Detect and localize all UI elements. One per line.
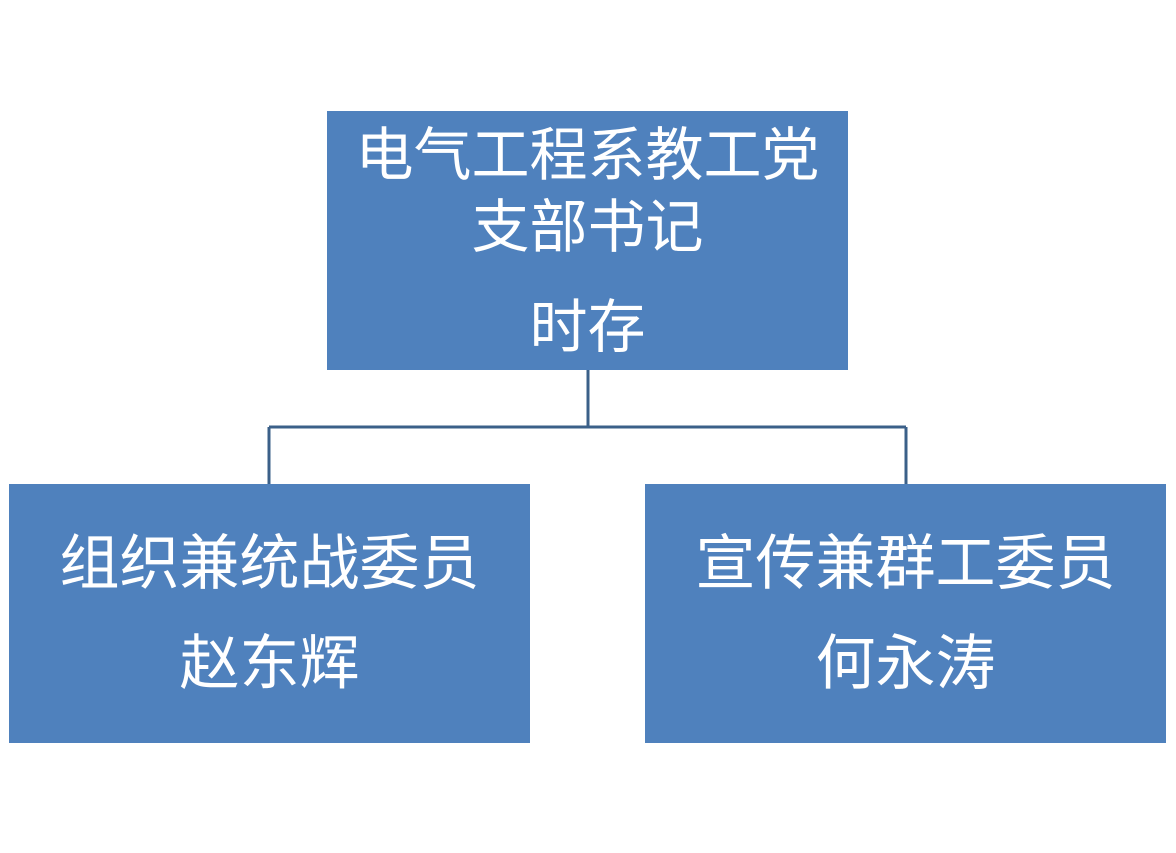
- node-title: 宣传兼群工委员: [695, 528, 1116, 599]
- node-title: 电气工程系教工党支部书记: [355, 120, 820, 261]
- node-name: 赵东辉: [179, 628, 360, 699]
- node-title: 组织兼统战委员: [59, 528, 480, 599]
- node-organization-member: 组织兼统战委员 赵东辉: [9, 484, 530, 743]
- node-name: 时存: [529, 292, 646, 361]
- node-publicity-member: 宣传兼群工委员 何永涛: [645, 484, 1166, 743]
- node-party-secretary: 电气工程系教工党支部书记 时存: [327, 111, 848, 370]
- node-name: 何永涛: [815, 628, 996, 699]
